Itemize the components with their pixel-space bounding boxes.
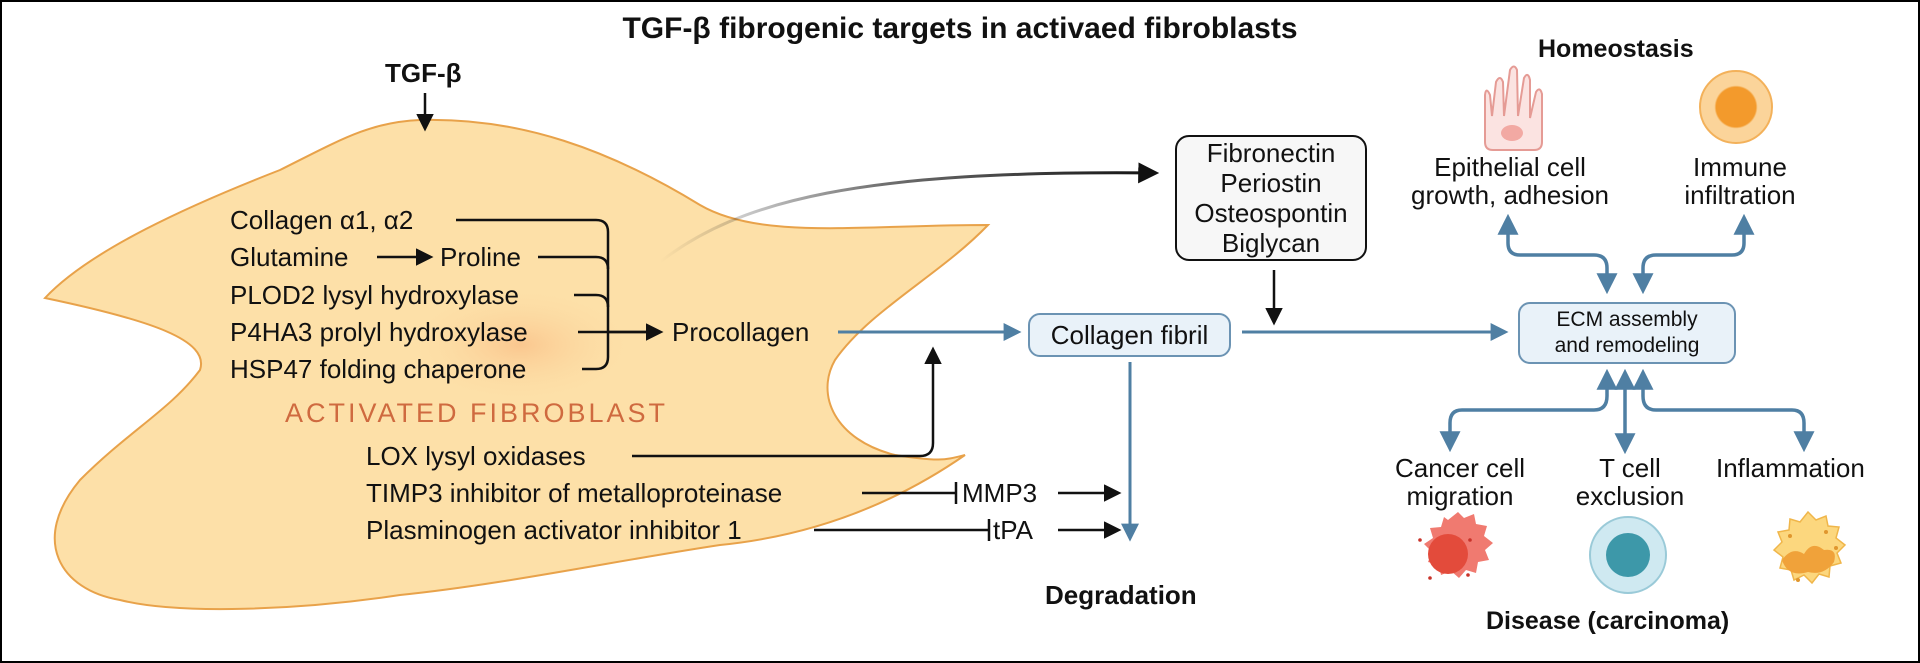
matrix-protein-periostin: Periostin xyxy=(1220,168,1322,198)
fibroblast-nucleus-glow xyxy=(400,285,640,405)
activated-fibroblast-label: ACTIVATED FIBROBLAST xyxy=(285,398,669,428)
immune-cell-illustration xyxy=(1699,70,1773,144)
matrix-curve-arrow xyxy=(659,162,1160,264)
gene-collagen: Collagen α1, α2 xyxy=(230,205,414,235)
gene-pai1: Plasminogen activator inhibitor 1 xyxy=(366,515,742,545)
cancer-line-1: Cancer cell xyxy=(1394,453,1526,483)
cancer-migration-label: Cancer cell migration xyxy=(1370,454,1550,510)
epithelial-line-2: growth, adhesion xyxy=(1410,180,1610,210)
matrix-proteins-box: Fibronectin Periostin Osteospontin Bigly… xyxy=(1175,135,1367,261)
immune-line-1: Immune xyxy=(1693,152,1787,182)
matrix-protein-fibronectin: Fibronectin xyxy=(1206,138,1336,168)
gene-hsp47: HSP47 folding chaperone xyxy=(230,354,527,384)
tgf-beta-label: TGF-β xyxy=(385,58,462,88)
matrix-protein-osteospontin: Osteospontin xyxy=(1194,198,1348,228)
cancer-cell-illustration xyxy=(1418,512,1493,580)
gene-plod2: PLOD2 lysyl hydroxylase xyxy=(230,280,519,310)
gene-glutamine: Glutamine xyxy=(230,242,349,272)
epithelial-cell-illustration xyxy=(1484,65,1543,151)
ecm-line-1: ECM assembly xyxy=(1556,308,1698,331)
immune-label: Immune infiltration xyxy=(1650,153,1830,209)
degradation-label: Degradation xyxy=(1045,580,1197,610)
matrix-protein-biglycan: Biglycan xyxy=(1221,228,1321,258)
cancer-line-2: migration xyxy=(1406,481,1514,511)
procollagen-label: Procollagen xyxy=(672,317,810,347)
collagen-fibril-box: Collagen fibril xyxy=(1028,313,1231,357)
gene-proline: Proline xyxy=(440,242,521,272)
epithelial-label: Epithelial cell growth, adhesion xyxy=(1390,153,1630,209)
t-cell-illustration xyxy=(1589,516,1667,594)
diagram-title: TGF-β fibrogenic targets in activaed fib… xyxy=(622,12,1298,45)
immune-line-2: infiltration xyxy=(1684,180,1796,210)
tpa-label: tPA xyxy=(993,515,1033,545)
gene-lox: LOX lysyl oxidases xyxy=(366,441,586,471)
mmp3-label: MMP3 xyxy=(962,478,1038,508)
inflammation-label: Inflammation xyxy=(1716,453,1865,483)
gene-timp3: TIMP3 inhibitor of metalloproteinase xyxy=(366,478,783,508)
tcell-line-2: exclusion xyxy=(1575,481,1685,511)
ecm-links xyxy=(1439,213,1815,455)
ecm-line-2: and remodeling xyxy=(1554,334,1700,357)
lox-arrow xyxy=(632,346,942,458)
ecm-assembly-box: ECM assembly and remodeling xyxy=(1518,302,1736,364)
inflammation-cell-illustration xyxy=(1772,510,1847,585)
t-cell-exclusion-label: T cell exclusion xyxy=(1560,454,1700,510)
tcell-line-1: T cell xyxy=(1599,453,1661,483)
epithelial-line-1: Epithelial cell xyxy=(1434,152,1586,182)
disease-title: Disease (carcinoma) xyxy=(1486,607,1730,635)
gene-p4ha3: P4HA3 prolyl hydroxylase xyxy=(230,317,528,347)
homeostasis-title: Homeostasis xyxy=(1538,35,1694,63)
